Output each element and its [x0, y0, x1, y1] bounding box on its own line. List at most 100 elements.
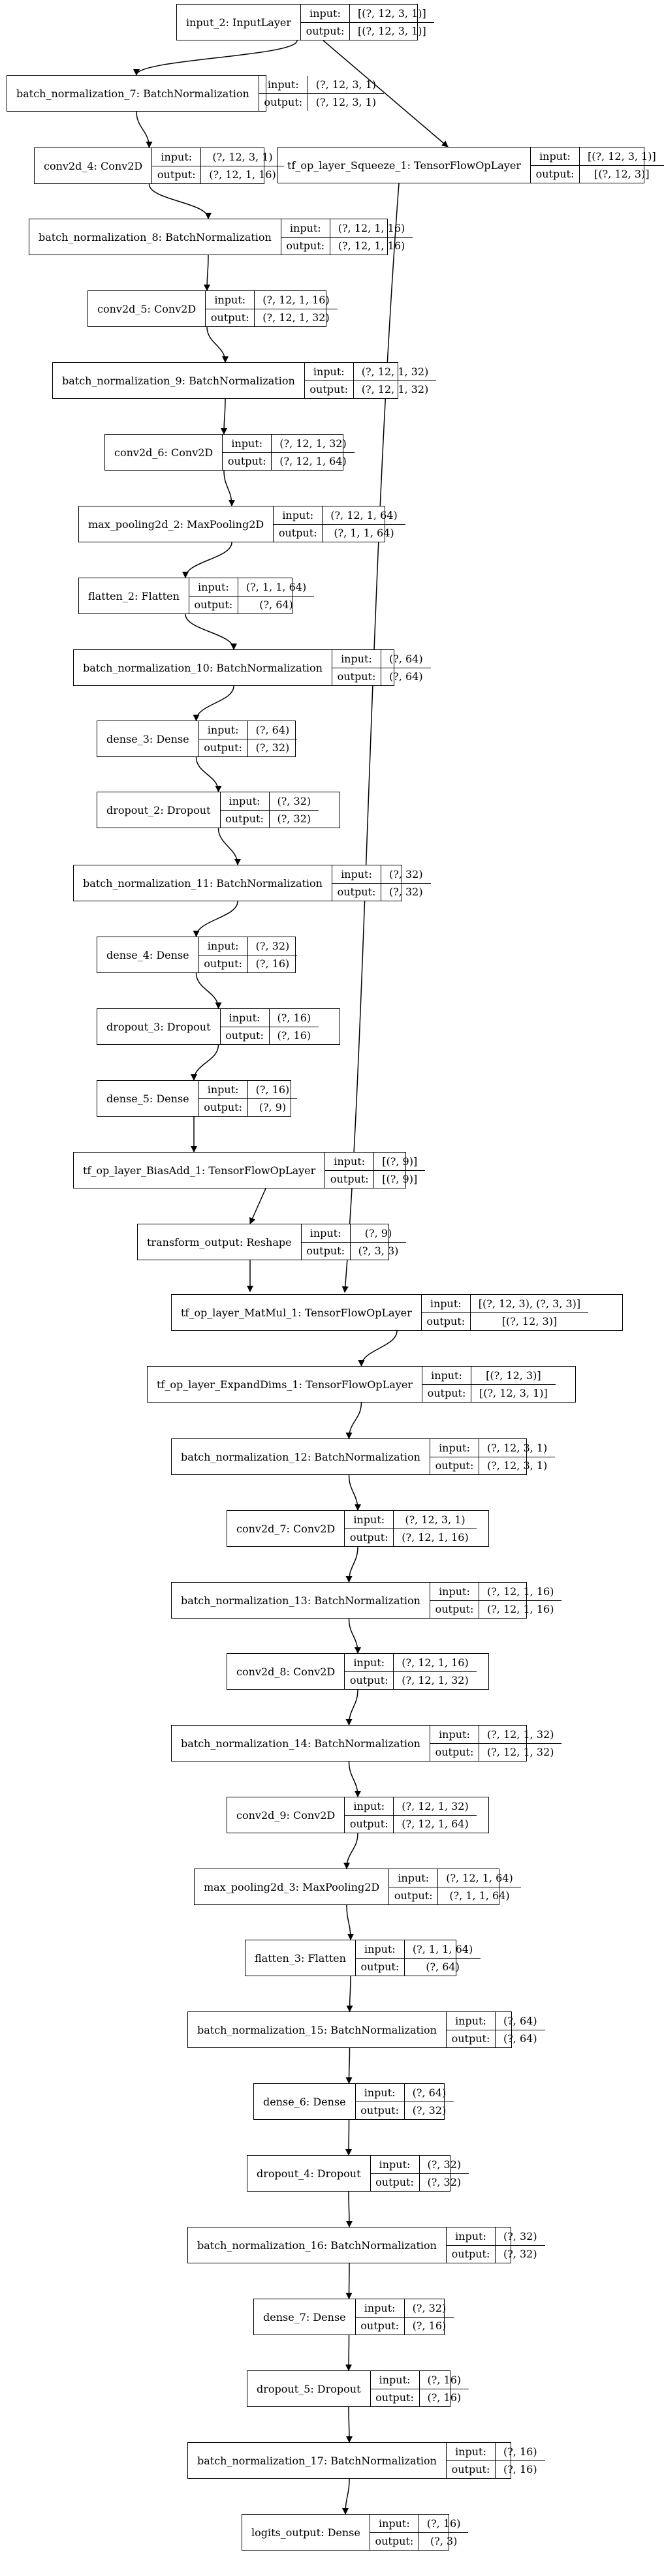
layer-shapes: input:(?, 12, 1, 32)output:(?, 12, 1, 32… — [430, 1726, 562, 1761]
layer-shapes: input:(?, 32)output:(?, 32) — [332, 865, 431, 901]
input-shape: (?, 64) — [412, 2086, 447, 2099]
edge-biasadd1-to-transform — [249, 1188, 266, 1224]
output-shape: (?, 12, 1, 32) — [402, 1674, 469, 1687]
input-row: input:(?, 32) — [446, 2227, 545, 2246]
input-row: input: [(?, 9)] — [325, 1153, 426, 1171]
output-shape: (?, 12, 1, 16) — [402, 1531, 469, 1544]
output-shape: (?, 12, 1, 32) — [262, 311, 330, 324]
input-shape: (?, 32) — [503, 2229, 537, 2242]
layer-name: tf_op_layer_BiasAdd_1: TensorFlowOpLayer — [74, 1153, 326, 1188]
layer-name: dense_6: Dense — [254, 2084, 356, 2119]
output-row: output:(?, 32) — [447, 2245, 545, 2263]
input-row: input:(?, 64) — [446, 2012, 545, 2030]
input-row: input:(?, 1, 1, 64) — [189, 578, 315, 597]
input-shape: (?, 12, 1, 32) — [279, 437, 347, 450]
input-shape: [(?, 12, 3), (?, 3, 3)] — [478, 1297, 581, 1310]
output-row: output:(?, 32) — [371, 2173, 469, 2191]
output-shape: (?, 12, 1, 16) — [209, 168, 276, 181]
output-row: output:(?, 9) — [199, 1098, 298, 1116]
edge-bn15-to-dense6 — [345, 2047, 353, 2084]
layer-name: batch_normalization_14: BatchNormalizati… — [172, 1726, 430, 1761]
input-shape: (?, 12, 1, 16) — [338, 221, 405, 234]
input-label: input: — [206, 291, 255, 309]
layer-name: logits_output: Dense — [242, 2515, 370, 2550]
layer-shapes: input:(?, 12, 1, 32)output:(?, 12, 1, 64… — [345, 1797, 477, 1833]
input-shape: (?, 16) — [426, 2517, 461, 2530]
output-label: output: — [199, 955, 248, 972]
output-shape: (?, 64) — [388, 670, 423, 683]
input-row: input:(?, 32) — [355, 2299, 454, 2318]
output-label: output: — [223, 452, 272, 470]
edge-input_2-to-squeeze1 — [323, 40, 449, 147]
output-label: output: — [259, 93, 308, 111]
input-row: input:(?, 32) — [198, 937, 298, 955]
input-row: input:(?, 64) — [355, 2084, 454, 2102]
layer-shapes: input:(?, 32)output:(?, 32) — [220, 792, 319, 828]
input-row: input:(?, 16) — [220, 1009, 319, 1027]
edge-bn7-to-conv4 — [136, 111, 153, 148]
layer-name: conv2d_8: Conv2D — [227, 1654, 345, 1689]
input-shape: (?, 12, 1, 32) — [402, 1799, 469, 1812]
input-label: input: — [223, 435, 272, 452]
input-label: input: — [259, 76, 308, 93]
layer-shapes: input:(?, 16)output:(?, 9) — [198, 1081, 298, 1116]
input-label: input: — [531, 147, 580, 165]
layer-shapes: input:(?, 12, 1, 16)output:(?, 12, 1, 32… — [345, 1654, 477, 1689]
input-row: input:[(?, 12, 3, 1)] — [530, 147, 664, 166]
output-label: output: — [356, 2102, 405, 2119]
edge-drop3-to-dense5 — [191, 1044, 219, 1081]
input-shape: (?, 1, 1, 64) — [412, 1942, 473, 1955]
output-row: output:[(?, 9)] — [325, 1170, 425, 1188]
layer-node-bn13: batch_normalization_13: BatchNormalizati… — [171, 1582, 562, 1619]
input-label: input: — [430, 1726, 479, 1743]
layer-name: max_pooling2d_2: MaxPooling2D — [79, 506, 274, 542]
input-shape: (?, 16) — [255, 1083, 290, 1096]
output-shape: [(?, 9)] — [382, 1173, 418, 1186]
output-shape: (?, 12, 1, 64) — [279, 455, 347, 468]
output-shape: (?, 1, 1, 64) — [449, 1889, 510, 1902]
layer-shapes: input:(?, 12, 1, 64)output:(?, 1, 1, 64) — [389, 1869, 521, 1904]
output-label: output: — [301, 22, 350, 40]
input-label: input: — [305, 363, 354, 380]
layer-shapes: input:(?, 12, 1, 16)output:(?, 12, 1, 16… — [430, 1583, 562, 1618]
output-shape: [(?, 12, 3, 1)] — [479, 1387, 548, 1400]
edge-bn12-to-conv7 — [348, 1474, 361, 1511]
input-shape: (?, 12, 3, 1) — [212, 150, 273, 163]
output-row: output:[(?, 12, 3)] — [422, 1312, 588, 1330]
output-label: output: — [305, 380, 354, 398]
input-shape: [(?, 9)] — [382, 1155, 418, 1168]
input-label: input: — [325, 1153, 375, 1170]
output-label: output: — [371, 2389, 420, 2406]
layer-name: tf_op_layer_ExpandDims_1: TensorFlowOpLa… — [148, 1367, 422, 1402]
input-label: input: — [389, 1869, 439, 1887]
layer-node-bn9: batch_normalization_9: BatchNormalizatio… — [52, 362, 437, 399]
layer-name: batch_normalization_8: BatchNormalizatio… — [29, 219, 281, 255]
output-shape: (?, 12, 1, 16) — [338, 240, 405, 253]
output-label: output: — [389, 1887, 439, 1904]
layer-name: dropout_3: Dropout — [97, 1009, 221, 1044]
edge-mp3-to-flat3 — [346, 1904, 354, 1940]
output-row: output: (?, 1, 1, 64) — [389, 1887, 520, 1904]
layer-shapes: input:(?, 12, 3, 1)output:(?, 12, 1, 16) — [345, 1511, 477, 1546]
output-shape: (?, 16) — [427, 2391, 462, 2404]
input-row: input:(?, 16) — [198, 1081, 298, 1099]
input-label: input: — [332, 650, 381, 668]
edge-drop2-to-bn11 — [217, 828, 241, 865]
output-shape: (?, 32) — [427, 2176, 462, 2189]
output-label: output: — [332, 883, 381, 901]
input-shape: [(?, 12, 3)] — [486, 1369, 541, 1382]
input-shape: (?, 32) — [412, 2301, 447, 2314]
layer-name: batch_normalization_16: BatchNormalizati… — [188, 2227, 447, 2263]
input-row: input:(?, 12, 1, 64) — [274, 506, 405, 525]
layer-shapes: input:(?, 12, 3, 1)output:(?, 12, 1, 16) — [152, 148, 284, 183]
output-label: output: — [356, 2317, 405, 2335]
output-row: output:[(?, 12, 3, 1)] — [422, 1384, 556, 1402]
input-shape: (?, 64) — [255, 723, 290, 736]
